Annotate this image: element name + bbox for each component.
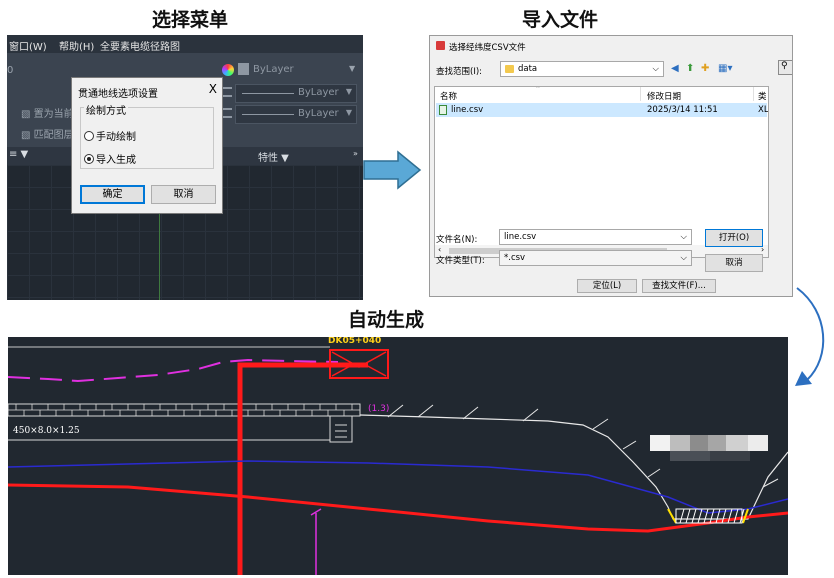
- search-icon[interactable]: ⚲: [778, 60, 792, 75]
- magenta-route-line: [8, 358, 339, 383]
- ok-button[interactable]: 确定: [80, 185, 145, 204]
- right-arrow-icon: [363, 150, 422, 190]
- color-bylayer[interactable]: ByLayer: [253, 64, 294, 75]
- cable-route-line: [8, 483, 788, 533]
- cad-menubar: 窗口(W) 帮助(H) 全要素电缆径路图: [7, 35, 363, 53]
- filetype-value: *.csv: [504, 253, 526, 263]
- color-wheel-icon[interactable]: [222, 64, 234, 76]
- column-name[interactable]: 名称: [440, 92, 458, 102]
- filename-input[interactable]: line.csv ⌵: [499, 229, 692, 245]
- draw-mode-label: 绘制方式: [84, 102, 128, 117]
- radio-import-label: 导入生成: [96, 155, 136, 166]
- cad-menu-screenshot: 窗口(W) 帮助(H) 全要素电缆径路图 0 ▧ 置为当前 ▧ 匹配图层 ByL…: [7, 35, 363, 300]
- filetype-dropdown[interactable]: *.csv ⌵: [499, 250, 692, 266]
- filetype-label: 文件类型(T):: [436, 256, 485, 266]
- chevron-down-icon: ⌵: [680, 253, 687, 263]
- chevron-down-icon: ▼: [345, 108, 352, 117]
- look-in-label: 查找范围(I):: [436, 67, 483, 77]
- close-icon[interactable]: X: [208, 82, 217, 96]
- scroll-right-icon[interactable]: ›: [761, 245, 765, 254]
- linetype-dropdown[interactable]: ByLayer ▼: [235, 84, 357, 103]
- terrain-line: [359, 414, 788, 520]
- set-current-label: 置为当前: [33, 109, 74, 120]
- draw-mode-group: [80, 107, 214, 169]
- cable-ditch: [667, 508, 749, 524]
- sort-arrow-icon: ⌃: [535, 86, 541, 93]
- menu-window[interactable]: 窗口(W): [9, 42, 47, 53]
- filename-value: line.csv: [504, 232, 537, 242]
- cable-trough: [8, 403, 361, 443]
- dialog-title: 贯通地线选项设置: [78, 89, 158, 100]
- file-open-dialog: 选择经纬度CSV文件 查找范围(I): data ⌵ ◀ ⬆ ✚ ▦▾ ⚲ 名称…: [429, 35, 793, 297]
- chevron-down-icon: ▼: [345, 87, 352, 96]
- ribbon-set-current[interactable]: ▧ 置为当前: [21, 105, 74, 120]
- look-in-dropdown[interactable]: data ⌵: [500, 61, 664, 77]
- small-label: (1.3): [368, 404, 389, 414]
- ground-wire-options-dialog: 贯通地线选项设置 X 绘制方式 手动绘制 导入生成 确定 取消: [71, 77, 223, 214]
- file-modified: 2025/3/14 11:51: [647, 105, 718, 115]
- blurred-label: [650, 435, 768, 461]
- radio-manual-draw[interactable]: 手动绘制: [84, 128, 136, 143]
- heading-auto-generate: 自动生成: [348, 309, 425, 331]
- chevron-down-icon: ⌵: [680, 232, 687, 242]
- panel-dropdown-icon[interactable]: ≡ ▼: [9, 149, 29, 160]
- color-swatch-icon: [238, 63, 249, 75]
- linetype-icon: [222, 87, 232, 97]
- heading-select-menu: 选择菜单: [152, 9, 229, 31]
- ribbon-match-layer[interactable]: ▧ 匹配图层: [21, 126, 74, 141]
- linetype-value: ByLayer: [298, 87, 339, 98]
- auto-generated-drawing: (1.3) 450×8.0×1.25 DK05+040: [8, 337, 788, 575]
- layer-value: 0: [7, 65, 14, 76]
- file-dialog-title: 选择经纬度CSV文件: [449, 43, 526, 53]
- menu-cable-route[interactable]: 全要素电缆径路图: [100, 42, 180, 53]
- lineweight-dropdown[interactable]: ByLayer ▼: [235, 105, 357, 124]
- column-modified[interactable]: 修改日期: [647, 92, 682, 102]
- junction-box: [329, 349, 389, 379]
- cancel-button[interactable]: 取消: [705, 254, 763, 272]
- lineweight-value: ByLayer: [298, 108, 339, 119]
- file-name: line.csv: [451, 105, 484, 115]
- up-folder-icon[interactable]: ⬆: [686, 63, 695, 74]
- view-menu-icon[interactable]: ▦▾: [718, 63, 733, 74]
- radio-manual-label: 手动绘制: [96, 132, 136, 143]
- back-icon[interactable]: ◀: [671, 63, 679, 74]
- ground-wire-riser: [237, 362, 368, 575]
- filename-label: 文件名(N):: [436, 235, 478, 245]
- column-type[interactable]: 类: [758, 92, 767, 102]
- open-button[interactable]: 打开(O): [705, 229, 763, 247]
- csv-file-icon: [439, 105, 447, 115]
- cad-drawing: (1.3) 450×8.0×1.25 DK05+040: [8, 337, 788, 575]
- menu-help[interactable]: 帮助(H): [59, 42, 95, 53]
- new-folder-icon[interactable]: ✚: [701, 63, 710, 74]
- cad-canvas: [7, 165, 363, 300]
- radio-import-generate[interactable]: 导入生成: [84, 151, 136, 166]
- box-label: DK05+040: [328, 337, 381, 346]
- lineweight-icon: [222, 108, 232, 118]
- file-type: XL: [758, 105, 769, 115]
- scroll-left-icon[interactable]: ‹: [438, 245, 442, 254]
- blue-reference-line: [8, 460, 788, 514]
- terrain-hatch: [387, 404, 779, 488]
- curved-arrow-icon: [795, 287, 825, 386]
- cancel-button[interactable]: 取消: [151, 185, 216, 204]
- radio-checked-icon: [84, 154, 94, 164]
- radio-icon: [84, 131, 94, 141]
- canvas-axis: [159, 165, 160, 300]
- app-icon: [436, 41, 445, 50]
- cable-spec-label: 450×8.0×1.25: [13, 426, 80, 436]
- folder-icon: [505, 65, 514, 73]
- chevron-down-icon: ⌵: [652, 64, 659, 74]
- look-in-value: data: [518, 64, 538, 74]
- heading-import-file: 导入文件: [522, 9, 599, 31]
- set-current-icon: ▧: [21, 109, 34, 120]
- match-layer-label: 匹配图层: [33, 130, 74, 141]
- locate-button[interactable]: 定位(L): [577, 279, 637, 293]
- match-layer-icon: ▧: [21, 130, 34, 141]
- properties-panel-label[interactable]: 特性 ▼: [258, 153, 289, 164]
- file-row[interactable]: line.csv 2025/3/14 11:51 XL: [436, 103, 769, 117]
- panel-expand-icon[interactable]: »: [353, 149, 358, 158]
- find-file-button[interactable]: 查找文件(F)...: [642, 279, 716, 293]
- chevron-down-icon: ▼: [349, 64, 356, 73]
